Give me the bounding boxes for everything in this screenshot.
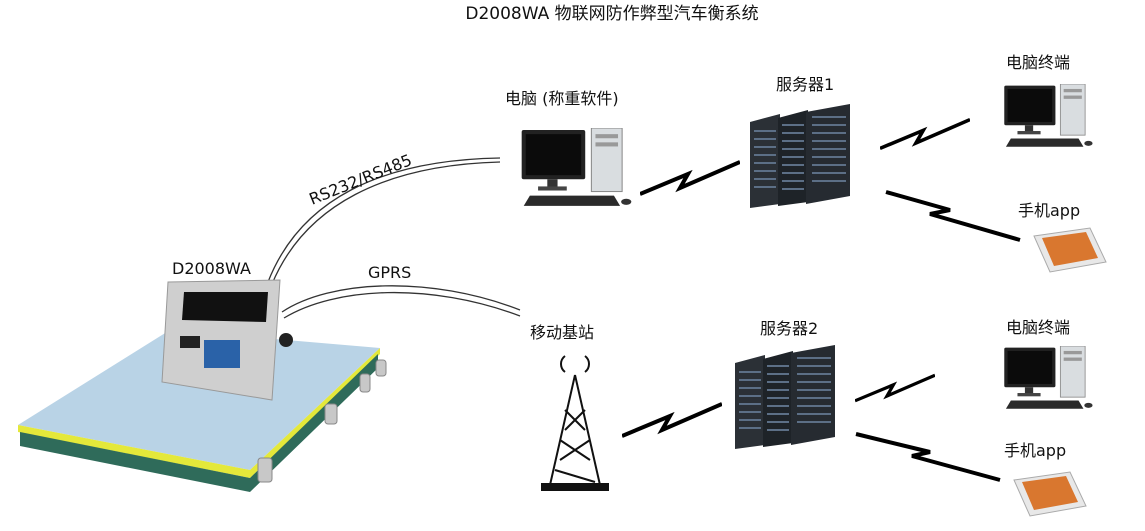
gprs-cable bbox=[281, 285, 521, 319]
serial-link-label: RS232/RS485 bbox=[306, 150, 414, 208]
gprs-link-label: GPRS bbox=[368, 263, 411, 282]
terminal2-label: 电脑终端 bbox=[1006, 318, 1070, 337]
server1-label: 服务器1 bbox=[776, 75, 834, 94]
pc-label: 电脑 (称重软件) bbox=[505, 89, 619, 108]
terminal2-icon bbox=[1003, 346, 1093, 410]
terminal1-label: 电脑终端 bbox=[1006, 53, 1070, 72]
server2-icon bbox=[735, 345, 835, 449]
base-station-tower-icon bbox=[541, 355, 609, 491]
diagram-title: D2008WA 物联网防作弊型汽车衡系统 bbox=[465, 4, 758, 24]
wireless-link-icon bbox=[855, 373, 935, 403]
serial-cable bbox=[267, 157, 501, 285]
wireless-link-icon bbox=[880, 117, 970, 151]
weighing-indicator bbox=[161, 279, 293, 401]
terminal1-icon bbox=[1003, 84, 1093, 148]
wireless-link-icon bbox=[622, 402, 722, 438]
pc-icon bbox=[521, 128, 632, 207]
phone1-label: 手机app bbox=[1018, 201, 1080, 220]
indicator-label: D2008WA bbox=[172, 259, 251, 278]
phone1-icon bbox=[1033, 227, 1107, 273]
truck-scale bbox=[18, 330, 387, 492]
base-station-label: 移动基站 bbox=[530, 323, 594, 342]
server2-label: 服务器2 bbox=[760, 319, 818, 338]
wireless-link-icon bbox=[640, 160, 740, 196]
wireless-link-icon bbox=[855, 432, 1001, 482]
phone2-label: 手机app bbox=[1004, 441, 1066, 460]
wireless-link-icon bbox=[885, 190, 1021, 242]
phone2-icon bbox=[1013, 471, 1087, 517]
server1-icon bbox=[750, 104, 850, 208]
